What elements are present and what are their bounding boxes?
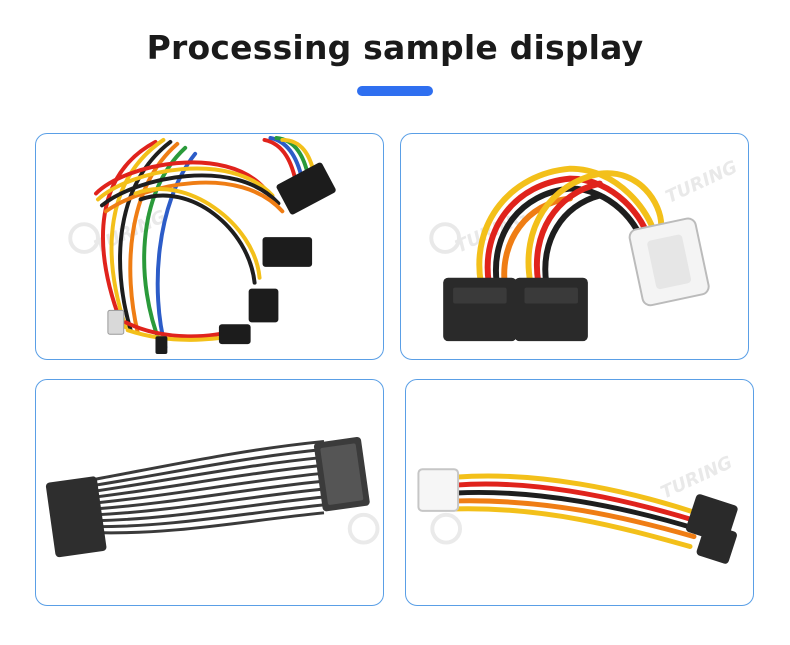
wire-bundle [453, 473, 702, 549]
title-accent-bar [357, 86, 433, 96]
wire-bundle [476, 165, 665, 286]
dual-sata-cable-image: TURING [417, 452, 738, 564]
page-title: Processing sample display [146, 28, 644, 67]
sata-splitter-image: TURING TURING [429, 157, 741, 342]
dupont-harness-image: TURING [68, 135, 336, 355]
pin-header-connectors [45, 437, 370, 558]
sample-card-dual-sata-cable: TURING [405, 379, 754, 606]
sample-card-ribbon-cable [35, 379, 384, 606]
sample-card-dupont-harness: TURING [35, 133, 384, 360]
wire-bundle [95, 439, 325, 535]
ribbon-cable-image [45, 437, 380, 558]
dual-sata-connectors [685, 494, 738, 564]
dupont-connectors [107, 162, 336, 355]
molex-connector [628, 217, 710, 307]
turing-watermark [347, 512, 380, 545]
watermark-text: TURING [662, 157, 740, 208]
sata-connectors [443, 277, 588, 342]
wire-bundle [94, 135, 317, 350]
small-white-connector [417, 468, 460, 512]
sample-card-sata-splitter: TURING TURING [400, 133, 749, 360]
